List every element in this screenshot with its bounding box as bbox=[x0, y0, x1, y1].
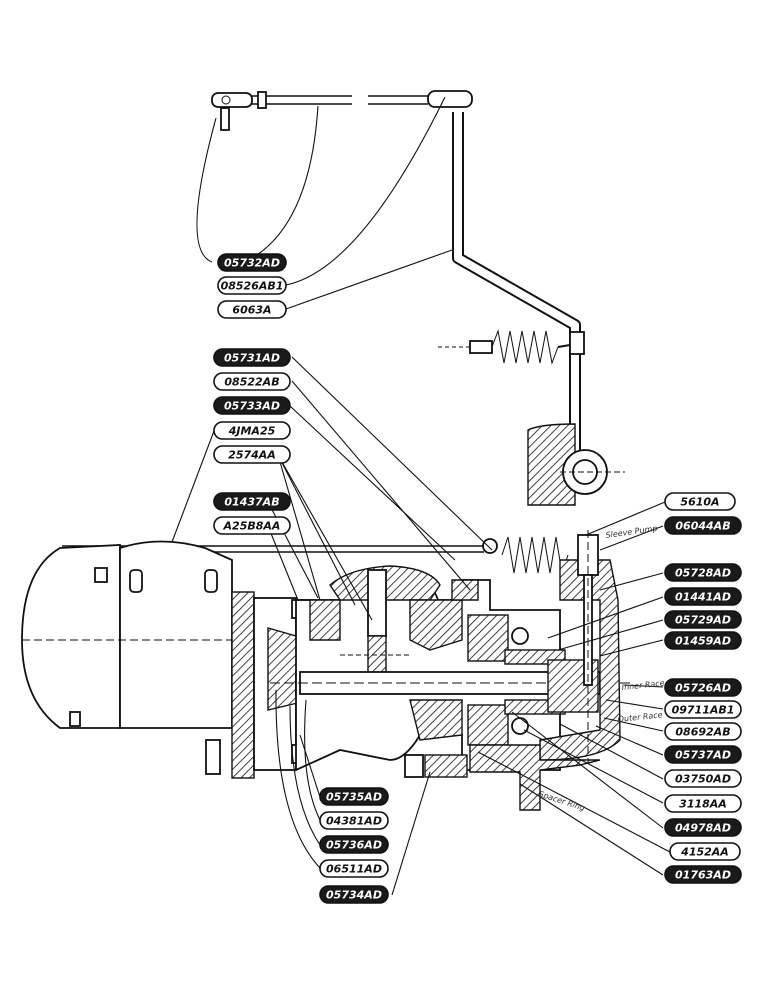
callout-4JMA25: 4JMA25 bbox=[213, 421, 291, 440]
callout-05726AD: 05726AD bbox=[664, 678, 742, 697]
callout-label: 08522AB bbox=[224, 376, 279, 389]
lower-return-spring bbox=[501, 536, 569, 574]
callout-label: 2574AA bbox=[228, 449, 276, 462]
callout-6063A: 6063A bbox=[217, 300, 287, 319]
clevis-pin bbox=[438, 340, 493, 354]
callout-label: 05728AD bbox=[675, 567, 731, 580]
callout-04978AD: 04978AD bbox=[664, 818, 742, 837]
callout-05735AD: 05735AD bbox=[319, 787, 389, 806]
callout-label: 05737AD bbox=[675, 749, 731, 762]
annotation-spacer-ring: Spacer Ring bbox=[537, 789, 586, 812]
callout-label: 6063A bbox=[232, 304, 271, 317]
callout-label: 04381AD bbox=[326, 815, 382, 828]
callout-01437AB: 01437AB bbox=[213, 492, 291, 511]
callout-label: 3118AA bbox=[679, 798, 727, 811]
callout-label: 01437AB bbox=[224, 496, 279, 509]
leader-lines bbox=[171, 96, 671, 896]
callout-label: 05732AD bbox=[224, 257, 280, 270]
callout-05736AD: 05736AD bbox=[319, 835, 389, 854]
callout-label: 04978AD bbox=[675, 822, 731, 835]
callout-2574AA: 2574AA bbox=[213, 445, 291, 464]
callout-label: 05726AD bbox=[675, 682, 731, 695]
callout-03750AD: 03750AD bbox=[664, 769, 742, 788]
callout-5610A: 5610A bbox=[664, 492, 736, 511]
callout-label: 08526AB1 bbox=[221, 280, 284, 293]
annotation-outer-race: Outer Race bbox=[617, 710, 663, 724]
callout-01441AD: 01441AD bbox=[664, 587, 742, 606]
callout-label: 08692AB bbox=[675, 726, 730, 739]
callout-05734AD: 05734AD bbox=[319, 885, 389, 904]
callout-label: 09711AB1 bbox=[672, 704, 735, 717]
callout-04381AD: 04381AD bbox=[319, 811, 389, 830]
callout-label: 03750AD bbox=[675, 773, 731, 786]
crank-lever bbox=[452, 112, 585, 470]
callout-05732AD: 05732AD bbox=[217, 253, 287, 272]
callout-label: 01459AD bbox=[675, 635, 731, 648]
callout-label: 5610A bbox=[680, 496, 719, 509]
callout-label: A25B8AA bbox=[223, 520, 281, 533]
annotation-inner-race: Inner Race bbox=[621, 679, 665, 692]
callout-label: 01441AD bbox=[675, 591, 731, 604]
callout-label: 05735AD bbox=[326, 791, 382, 804]
callout-4152AA: 4152AA bbox=[669, 842, 741, 861]
callout-label: 05729AD bbox=[675, 614, 731, 627]
callout-01763AD: 01763AD bbox=[664, 865, 742, 884]
callout-label: 05736AD bbox=[326, 839, 382, 852]
callout-label: 05734AD bbox=[326, 889, 382, 902]
pivot-bracket bbox=[527, 423, 625, 506]
callout-A25B8AA: A25B8AA bbox=[213, 516, 291, 535]
callout-label: 4152AA bbox=[680, 846, 729, 859]
upper-return-spring bbox=[491, 329, 571, 365]
callout-06511AD: 06511AD bbox=[319, 859, 389, 878]
callout-05733AD: 05733AD bbox=[213, 396, 291, 415]
electric-motor bbox=[21, 540, 233, 729]
callout-01459AD: 01459AD bbox=[664, 631, 742, 650]
end-cover bbox=[539, 530, 621, 761]
callout-3118AA: 3118AA bbox=[664, 794, 742, 813]
callout-05731AD: 05731AD bbox=[213, 348, 291, 367]
callout-09711AB1: 09711AB1 bbox=[664, 700, 742, 719]
callout-08692AB: 08692AB bbox=[664, 722, 742, 741]
callout-06044AB: 06044AB bbox=[664, 516, 742, 535]
callout-08526AB1: 08526AB1 bbox=[217, 276, 287, 295]
callout-label: 05733AD bbox=[224, 400, 280, 413]
callout-label: 4JMA25 bbox=[228, 425, 276, 438]
callout-label: 06511AD bbox=[326, 863, 382, 876]
callout-05737AD: 05737AD bbox=[664, 745, 742, 764]
callout-05729AD: 05729AD bbox=[664, 610, 742, 629]
compressor-housing bbox=[295, 565, 561, 772]
callout-label: 06044AB bbox=[675, 520, 730, 533]
base-bracket bbox=[404, 744, 601, 811]
callout-05728AD: 05728AD bbox=[664, 563, 742, 582]
upper-linkage-rod bbox=[211, 90, 473, 131]
piston-assembly bbox=[340, 569, 410, 683]
callout-08522AB: 08522AB bbox=[213, 372, 291, 391]
bearing-assembly bbox=[504, 627, 599, 735]
callout-label: 05731AD bbox=[224, 352, 280, 365]
callout-label: 01763AD bbox=[675, 869, 731, 882]
